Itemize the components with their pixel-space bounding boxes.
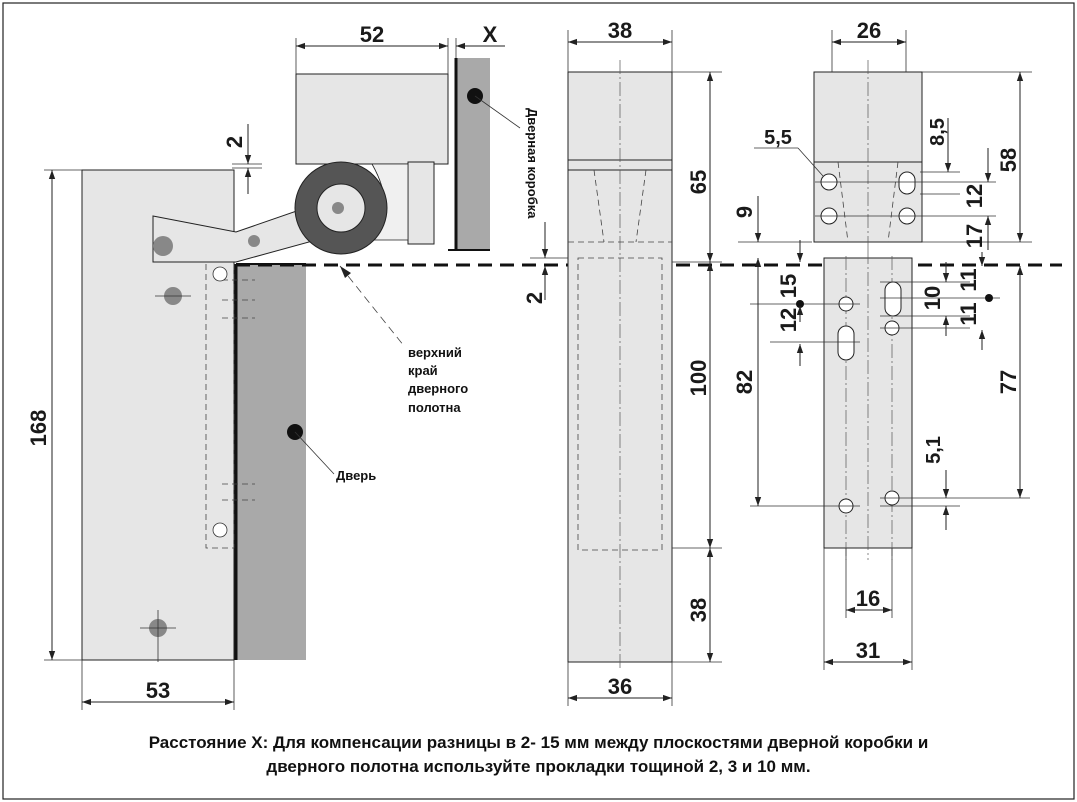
- dim-26: 26: [857, 18, 881, 43]
- dim-168: 168: [26, 410, 51, 447]
- dim-12-upper: 12: [962, 184, 987, 208]
- edge-label-line2: край: [408, 363, 438, 378]
- caption-line-2: дверного полотна используйте прокладки т…: [266, 757, 811, 776]
- dim-53: 53: [146, 678, 170, 703]
- dim-31: 31: [856, 638, 880, 663]
- dim-38-top: 38: [608, 18, 632, 43]
- dim-82: 82: [732, 370, 757, 394]
- dim-100: 100: [686, 360, 711, 397]
- door-leaf: [236, 264, 306, 660]
- dim-x: X: [483, 22, 498, 47]
- frame-bracket: [295, 73, 449, 165]
- edge-label-line1: верхний: [408, 345, 462, 360]
- edge-label-line4: полотна: [408, 400, 461, 415]
- dim-12-lower: 12: [776, 308, 801, 332]
- slot: [837, 325, 855, 361]
- slot: [898, 171, 916, 195]
- dim-16: 16: [856, 586, 880, 611]
- dim-8-5: 8,5: [927, 118, 949, 146]
- dim-11-lower: 11: [956, 302, 981, 325]
- dim-5-1: 5,1: [923, 436, 945, 464]
- dim-9: 9: [732, 206, 757, 218]
- template-view: 26 5,5 58 8,5 12 17 9 15 12: [732, 18, 1032, 670]
- dim-17: 17: [962, 224, 987, 248]
- dim-38-right: 38: [686, 598, 711, 622]
- edge-label-line3: дверного: [408, 381, 468, 396]
- dim-10: 10: [920, 286, 945, 310]
- door-frame: [456, 58, 490, 250]
- dim-5-5: 5,5: [764, 127, 792, 149]
- dim-52: 52: [360, 22, 384, 47]
- dim-36: 36: [608, 674, 632, 699]
- dim-58: 58: [996, 148, 1021, 172]
- dim-2-top: 2: [222, 136, 247, 148]
- dim-77: 77: [996, 370, 1021, 394]
- frame-label: Дверная коробка: [525, 108, 540, 219]
- door-label: Дверь: [336, 468, 376, 483]
- side-view: 52 X 2 168 53 верхний край дверного поло…: [26, 22, 540, 710]
- front-view: 38 65 100 38 2 36: [522, 18, 722, 706]
- slot: [884, 281, 902, 317]
- dim-11-upper: 11: [956, 268, 981, 291]
- dim-2-mid: 2: [522, 292, 547, 304]
- dim-15: 15: [776, 274, 801, 298]
- dim-65: 65: [686, 170, 711, 194]
- caption-line-1: Расстояние X: Для компенсации разницы в …: [148, 733, 929, 752]
